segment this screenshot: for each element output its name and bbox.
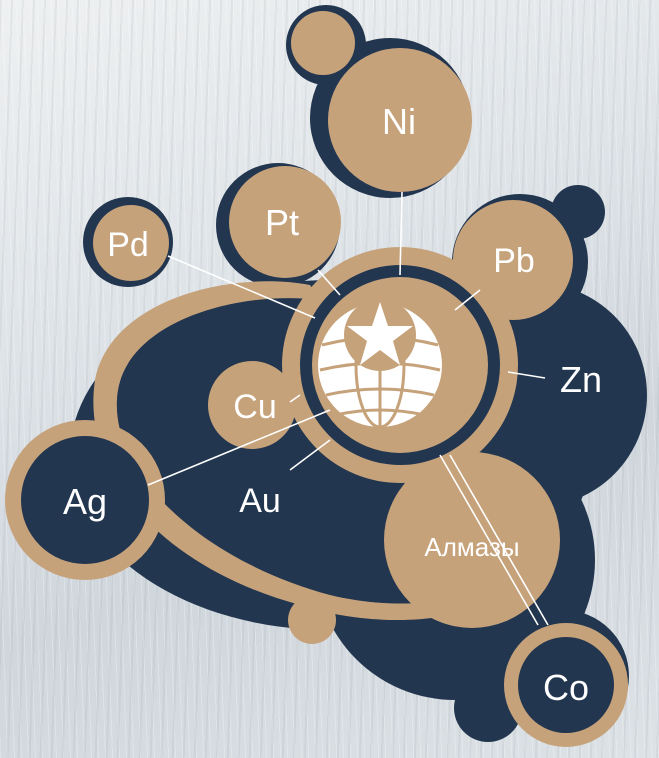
label-pt: Pt (265, 202, 299, 243)
connector-lines (147, 191, 549, 626)
large-body-rim (93, 281, 480, 620)
label-ag: Ag (63, 481, 107, 522)
small-dot (288, 596, 336, 644)
label-zn: Zn (560, 359, 602, 400)
label-cu: Cu (233, 388, 276, 426)
label-pb: Pb (493, 242, 535, 280)
label-co: Co (543, 667, 589, 708)
label-pd: Pd (107, 226, 149, 264)
globe-star-icon (318, 299, 442, 429)
element-labels: Ni Pt Pd Pb Zn Cu Ag Au Алмазы Co (63, 101, 602, 708)
ag-inner (21, 436, 149, 564)
co-inner (518, 637, 614, 733)
label-ni: Ni (382, 101, 416, 142)
label-almazy: Алмазы (424, 532, 519, 562)
label-au: Au (239, 482, 281, 520)
